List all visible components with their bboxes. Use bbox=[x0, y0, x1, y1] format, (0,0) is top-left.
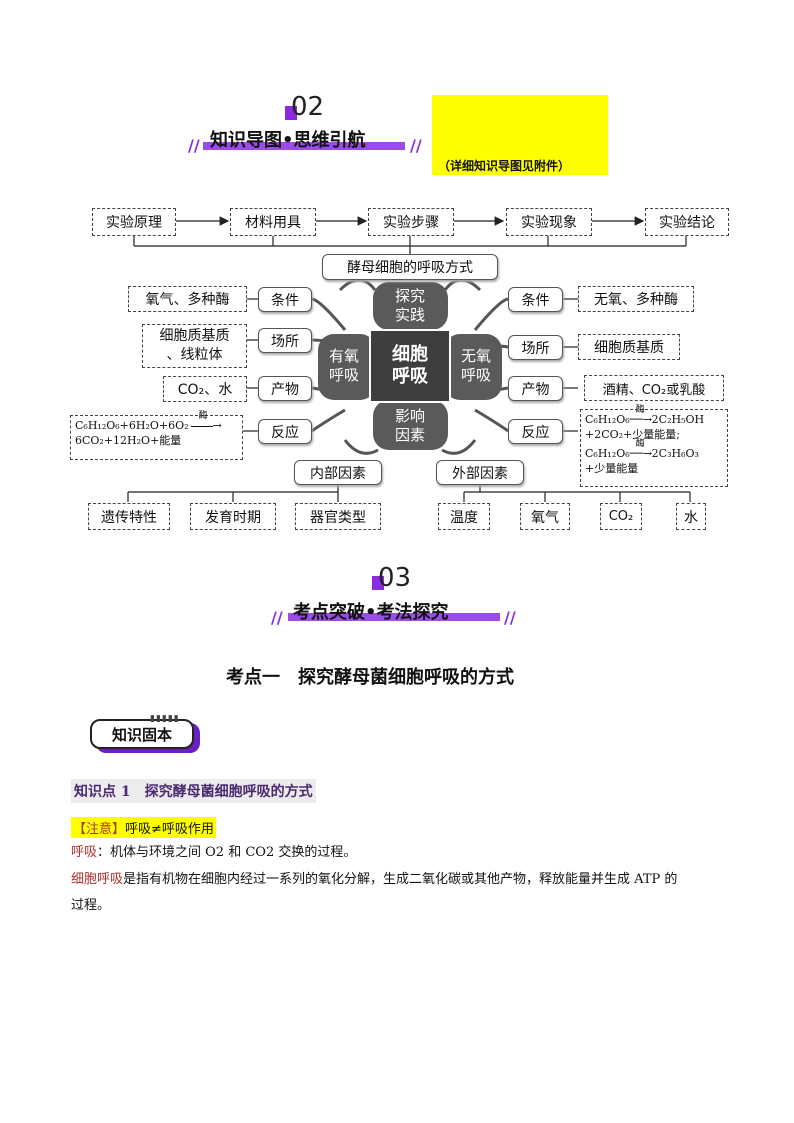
badge-label: 知识固本 bbox=[90, 719, 194, 749]
center-right-label: 无氧呼吸 bbox=[460, 347, 491, 384]
center-left-label: 有氧呼吸 bbox=[328, 347, 359, 384]
flow-box-principle: 实验原理 bbox=[92, 208, 176, 236]
section-title: 考点突破•考法探究 bbox=[293, 602, 449, 623]
anaerobic-condition-detail: 无氧、多种酶 bbox=[578, 286, 694, 312]
center-main-label: 细胞呼吸 bbox=[392, 344, 428, 387]
aerobic-site-detail: 细胞质基质 、线粒体 bbox=[142, 324, 247, 368]
center-bottom-lobe bbox=[373, 400, 448, 450]
decor-slashes-left: // bbox=[271, 608, 283, 627]
aerobic-condition-node: 条件 bbox=[258, 287, 312, 312]
section-title: 知识导图•思维引航 bbox=[210, 130, 366, 151]
factor-temperature: 温度 bbox=[438, 503, 490, 530]
attention-text: 呼吸≠呼吸作用 bbox=[125, 822, 214, 837]
aerobic-product-detail: CO₂、水 bbox=[163, 376, 247, 402]
external-factors-node: 外部因素 bbox=[436, 460, 524, 485]
topic-label: 酵母细胞的呼吸方式 bbox=[322, 254, 498, 280]
term-respiration: 呼吸 bbox=[71, 845, 98, 860]
center-left-lobe bbox=[318, 334, 376, 400]
section-number-marker bbox=[372, 576, 384, 590]
anaerobic-site-node: 场所 bbox=[508, 335, 563, 360]
paragraph-cellular-respiration: 细胞呼吸是指有机物在细胞内经过一系列的氧化分解，生成二氧化碳或其他产物，释放能量… bbox=[71, 872, 678, 913]
flow-box-materials: 材料用具 bbox=[230, 208, 316, 236]
aerobic-product-node: 产物 bbox=[258, 376, 312, 401]
section-number: 03 bbox=[378, 563, 412, 593]
factor-co2: CO₂ bbox=[600, 503, 642, 530]
factor-water: 水 bbox=[676, 503, 706, 530]
center-top-label: 探究实践 bbox=[394, 287, 425, 324]
mindmap-connectors bbox=[127, 216, 691, 502]
anaerobic-reaction-node: 反应 bbox=[508, 419, 563, 444]
title-underline bbox=[288, 613, 500, 621]
flow-box-steps: 实验步骤 bbox=[368, 208, 454, 236]
decor-slashes-right: // bbox=[410, 136, 422, 155]
title-underline bbox=[203, 142, 405, 150]
topic-heading: 考点一 探究酵母菌细胞呼吸的方式 bbox=[226, 667, 514, 688]
factor-genetics: 遗传特性 bbox=[88, 503, 170, 530]
anaerobic-condition-node: 条件 bbox=[508, 287, 563, 312]
term-cellular-respiration: 细胞呼吸 bbox=[71, 872, 124, 887]
factor-development: 发育时期 bbox=[190, 503, 276, 530]
decor-slashes-right: // bbox=[504, 608, 516, 627]
decor-slashes-left: // bbox=[188, 136, 200, 155]
flow-box-conclusion: 实验结论 bbox=[645, 208, 729, 236]
center-top-lobe bbox=[373, 282, 448, 330]
center-bottom-label: 影响因素 bbox=[394, 407, 425, 444]
knowledge-badge: 知识固本 ▮▮▮▮▮ bbox=[90, 714, 200, 753]
anaerobic-product-node: 产物 bbox=[508, 376, 563, 401]
section-number: 02 bbox=[291, 92, 325, 122]
internal-factors-node: 内部因素 bbox=[294, 460, 382, 485]
factor-organ-type: 器官类型 bbox=[295, 503, 381, 530]
section-number-marker bbox=[285, 106, 297, 120]
attachment-note-highlight bbox=[432, 95, 608, 175]
aerobic-reaction-node: 反应 bbox=[258, 419, 312, 444]
badge-binding-dots: ▮▮▮▮▮ bbox=[150, 714, 180, 724]
factor-oxygen: 氧气 bbox=[520, 503, 570, 530]
attention-bracket: 【注意】 bbox=[73, 822, 126, 837]
paragraph-respiration: 呼吸：机体与环境之间 O2 和 CO2 交换的过程。 bbox=[71, 845, 357, 860]
attention-note: 【注意】呼吸≠呼吸作用 bbox=[71, 817, 216, 838]
attachment-note: （详细知识导图见附件） bbox=[438, 159, 571, 173]
aerobic-condition-detail: 氧气、多种酶 bbox=[128, 286, 247, 312]
flow-box-phenomena: 实验现象 bbox=[506, 208, 592, 236]
anaerobic-site-detail: 细胞质基质 bbox=[578, 334, 680, 360]
center-right-lobe bbox=[444, 334, 502, 400]
anaerobic-product-detail: 酒精、CO₂或乳酸 bbox=[584, 375, 724, 401]
knowledge-point-heading: 知识点 1 探究酵母菌细胞呼吸的方式 bbox=[71, 779, 316, 803]
aerobic-site-node: 场所 bbox=[258, 328, 312, 353]
center-core bbox=[369, 329, 451, 403]
